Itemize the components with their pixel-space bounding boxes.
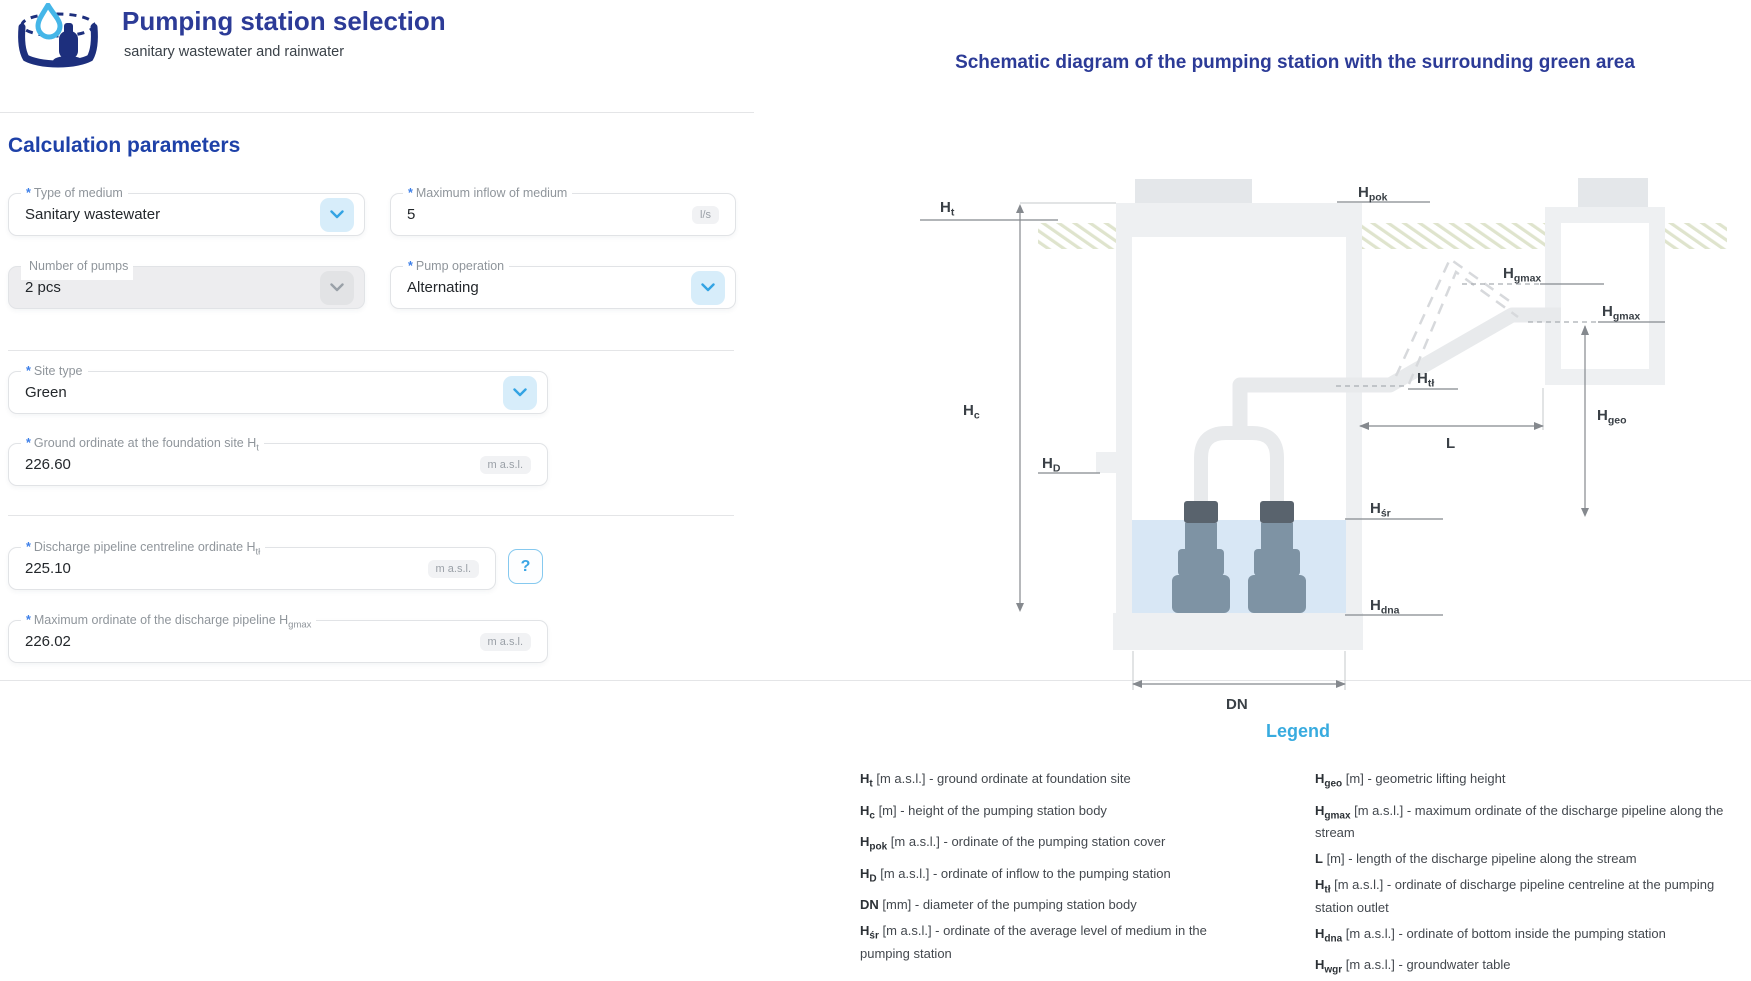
help-button[interactable]: ? — [508, 549, 543, 584]
field-value: 5 — [407, 206, 416, 223]
diagram-title: Schematic diagram of the pumping station… — [955, 52, 1635, 73]
legend-item: HD [m a.s.l.] - ordinate of inflow to th… — [860, 865, 1171, 885]
label-hgeo: Hgeo — [1597, 407, 1627, 427]
header-divider — [0, 112, 754, 113]
legend-item: Hgmax [m a.s.l.] - maximum ordinate of t… — [1315, 802, 1724, 841]
legend-item: DN [mm] - diameter of the pumping statio… — [860, 897, 1137, 913]
label-hc: Hc — [963, 402, 980, 422]
field-value: Sanitary wastewater — [25, 206, 161, 223]
field-value: 226.02 — [25, 633, 71, 650]
pump-icon — [1172, 501, 1230, 613]
label-hpok: Hpok — [1358, 184, 1388, 204]
legend-item: Hwgr [m a.s.l.] - groundwater table — [1315, 957, 1511, 976]
discharge-centreline-input[interactable]: *Discharge pipeline centreline ordinate … — [8, 539, 496, 590]
station-body — [1096, 179, 1363, 650]
field-label: *Maximum ordinate of the discharge pipel… — [21, 612, 317, 634]
legend-column-left: Ht [m a.s.l.] - ground ordinate at found… — [860, 770, 1258, 971]
type-of-medium-select[interactable]: *Type of medium Sanitary wastewater — [8, 185, 365, 236]
water-level — [1132, 520, 1346, 613]
station-cover — [1135, 179, 1252, 204]
field-label: *Pump operation — [403, 258, 510, 280]
chamber-cover — [1578, 178, 1648, 208]
chevron-down-icon[interactable] — [503, 375, 537, 410]
legend-title: Legend — [1265, 721, 1330, 741]
legend-item: Htł [m a.s.l.] - ordinate of discharge p… — [1315, 877, 1715, 915]
section-title: Calculation parameters — [8, 134, 241, 157]
legend-item: L [m] - length of the discharge pipeline… — [1315, 851, 1637, 867]
pump-station-diagram: Ht Hc Hpok HD Hśr Hdna Htł Hgmax Hgmax L… — [920, 178, 1727, 713]
legend-item: Hpok [m a.s.l.] - ordinate of the pumpin… — [860, 834, 1166, 853]
field-label: *Ground ordinate at the foundation site … — [21, 435, 264, 457]
page-title: Pumping station selection — [122, 6, 446, 36]
label-dn: DN — [1226, 696, 1248, 713]
field-label: *Site type — [21, 363, 88, 385]
chevron-down-icon[interactable] — [691, 270, 725, 305]
unit-badge: m a.s.l. — [479, 632, 531, 651]
label-ht: Ht — [940, 199, 955, 219]
maximum-inflow-input[interactable]: *Maximum inflow of medium 5 l/s — [390, 185, 736, 236]
station-bottom-slab — [1113, 613, 1363, 650]
dimension-lines — [920, 201, 1665, 685]
discharge-chamber — [1545, 178, 1665, 385]
dashed-centerlines — [1336, 283, 1598, 387]
label-hsr: Hśr — [1370, 500, 1391, 520]
legend-item: Hśr [m a.s.l.] - ordinate of the average… — [860, 923, 1207, 961]
field-label: *Discharge pipeline centreline ordinate … — [21, 539, 266, 561]
field-label: Number of pumps — [21, 258, 134, 280]
unit-badge: m a.s.l. — [427, 559, 479, 578]
ground-hatch — [1038, 223, 1727, 249]
page-divider — [0, 680, 1751, 681]
logo-pump-icon — [53, 23, 83, 66]
arrowheads — [1016, 204, 1589, 688]
label-htl: Htł — [1417, 370, 1434, 390]
legend-item: Hc [m] - height of the pumping station b… — [860, 802, 1107, 822]
app-logo — [18, 3, 98, 68]
label-hgmax-lower: Hgmax — [1602, 303, 1640, 323]
number-of-pumps-select: Number of pumps 2 pcs — [8, 258, 365, 309]
site-type-select[interactable]: *Site type Green — [8, 363, 548, 414]
chevron-down-icon — [320, 270, 354, 305]
pump-icon — [1248, 501, 1306, 613]
inflow-stub — [1096, 452, 1117, 473]
label-l: L — [1446, 435, 1455, 452]
page-subtitle: sanitary wastewater and rainwater — [124, 44, 345, 60]
discharge-pipe — [1194, 307, 1561, 523]
form-divider — [8, 350, 734, 351]
field-value: Green — [25, 384, 67, 401]
logo-water-drop-icon — [35, 3, 63, 40]
label-hgmax-upper: Hgmax — [1503, 265, 1541, 285]
alternative-route-dashed — [1394, 257, 1519, 385]
chevron-down-icon[interactable] — [320, 197, 354, 232]
legend-item: Hgeo [m] - geometric lifting height — [1315, 771, 1506, 790]
field-value: 2 pcs — [25, 279, 61, 296]
pump-operation-select[interactable]: *Pump operation Alternating — [390, 258, 736, 309]
legend-item: Hdna [m a.s.l.] - ordinate of bottom ins… — [1315, 925, 1666, 945]
unit-badge: m a.s.l. — [479, 455, 531, 474]
field-label: *Type of medium — [21, 185, 128, 207]
unit-badge: l/s — [692, 205, 719, 224]
max-discharge-ordinate-input[interactable]: *Maximum ordinate of the discharge pipel… — [8, 612, 548, 663]
ground-ordinate-input[interactable]: *Ground ordinate at the foundation site … — [8, 435, 548, 486]
legend-item: Ht [m a.s.l.] - ground ordinate at found… — [860, 771, 1131, 790]
form-divider — [8, 515, 734, 516]
field-value: Alternating — [407, 279, 479, 296]
label-hdna: Hdna — [1370, 597, 1400, 617]
label-hd: HD — [1042, 455, 1061, 475]
field-value: 225.10 — [25, 560, 71, 577]
field-label: *Maximum inflow of medium — [403, 185, 573, 207]
field-value: 226.60 — [25, 456, 71, 473]
